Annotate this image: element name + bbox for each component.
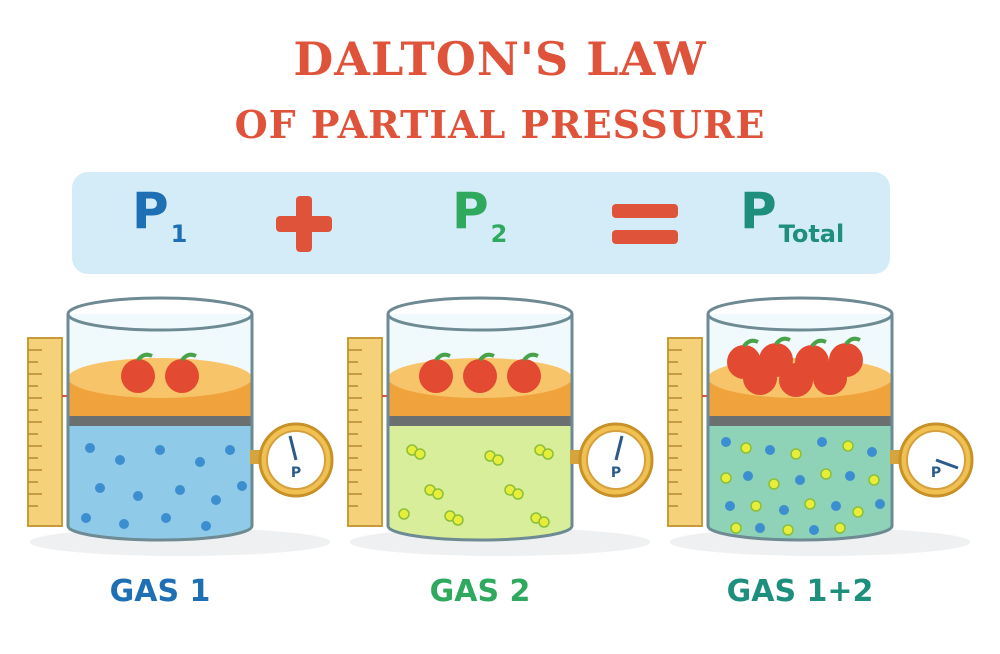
apples-gas1-2 — [727, 336, 863, 397]
gas1-particles — [81, 443, 247, 531]
gas1-label: GAS 1 — [109, 574, 211, 609]
gauge-needle — [288, 435, 298, 461]
gas1-fill — [68, 426, 252, 540]
gas2-fill — [388, 426, 572, 540]
gauge-needle — [614, 435, 624, 461]
piston-surface — [68, 358, 252, 398]
apples-gas2 — [419, 352, 541, 393]
title-line-1: DALTON'S LAW — [293, 32, 707, 86]
term-p1-subscript: 1 — [170, 220, 188, 248]
term-p1-symbol: P — [132, 182, 169, 240]
gas-mix-particles — [720, 437, 885, 536]
term-p2: P2 — [452, 182, 507, 248]
apparatus-gas1-2: P — [667, 296, 974, 556]
ruler — [667, 337, 703, 527]
title-line-2: OF PARTIAL PRESSURE — [234, 102, 766, 147]
gas2-label: GAS 2 — [429, 574, 531, 609]
term-p1: P1 — [132, 182, 187, 248]
equals-sign — [612, 204, 678, 244]
term-ptotal: PTotal — [740, 182, 844, 248]
gas2-particles — [398, 444, 554, 528]
apparatus-gas1: P — [27, 296, 334, 556]
term-p2-subscript: 2 — [490, 220, 508, 248]
apparatus-gas2: P — [347, 296, 654, 556]
gas-mix-label: GAS 1+2 — [726, 574, 874, 609]
term-ptotal-symbol: P — [740, 182, 777, 240]
gauge-label: P — [291, 465, 301, 481]
term-ptotal-subscript: Total — [778, 220, 845, 248]
plus-sign — [276, 196, 332, 252]
ruler — [347, 337, 383, 527]
gauge-label: P — [931, 465, 941, 481]
term-p2-symbol: P — [452, 182, 489, 240]
gauge-label: P — [611, 465, 621, 481]
ruler-ticks — [28, 349, 42, 507]
gauge-needle — [935, 458, 959, 470]
equation-band — [72, 172, 890, 274]
ruler — [27, 337, 63, 527]
piston-rim — [68, 414, 252, 426]
apples-gas1 — [121, 352, 199, 393]
